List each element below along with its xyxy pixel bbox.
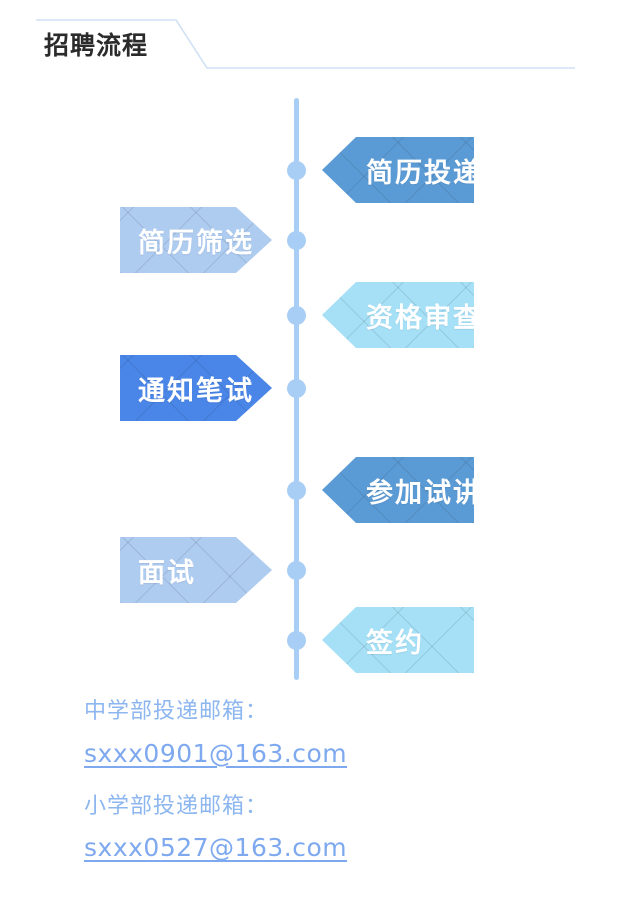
- page-title: 招聘流程: [44, 31, 149, 60]
- arrow-shape-right-pointing: 简历筛选: [120, 207, 272, 273]
- arrow-shape-left-pointing: 参加试讲: [322, 457, 474, 523]
- flow-step-2[interactable]: 简历筛选: [120, 207, 272, 273]
- arrow-shape-right-pointing: 面试: [120, 537, 272, 603]
- timeline-dot: [287, 306, 306, 325]
- timeline-dot: [287, 561, 306, 580]
- arrow-shape-left-pointing: 资格审查: [322, 282, 474, 348]
- contact-email-link[interactable]: sxxx0527@163.com: [84, 833, 348, 863]
- flow-step-label: 资格审查: [366, 302, 482, 334]
- flow-step-label: 面试: [138, 557, 196, 589]
- timeline-dot: [287, 161, 306, 180]
- flow-step-label: 简历投递: [366, 157, 482, 189]
- arrow-shape-right-pointing: 通知笔试: [120, 355, 272, 421]
- header: 招聘流程: [0, 0, 621, 95]
- arrow-shape-left-pointing: 简历投递: [322, 137, 474, 203]
- contact-email-link[interactable]: sxxx0901@163.com: [84, 738, 348, 768]
- flow-step-4[interactable]: 通知笔试: [120, 355, 272, 421]
- flow-step-5[interactable]: 参加试讲: [322, 457, 474, 523]
- timeline-dot: [287, 631, 306, 650]
- timeline-dot: [287, 379, 306, 398]
- flow-step-label: 参加试讲: [366, 477, 482, 509]
- contact-group-middle-school: 中学部投递邮箱： sxxx0901@163.com: [84, 697, 554, 768]
- flow-step-7[interactable]: 签约: [322, 607, 474, 673]
- contact-section: 中学部投递邮箱： sxxx0901@163.com 小学部投递邮箱： sxxx0…: [84, 697, 554, 886]
- timeline-dot: [287, 481, 306, 500]
- header-rule-decoration: [0, 0, 621, 95]
- flow-step-label: 简历筛选: [138, 227, 254, 259]
- timeline-dot: [287, 231, 306, 250]
- flow-step-3[interactable]: 资格审查: [322, 282, 474, 348]
- arrow-shape-left-pointing: 签约: [322, 607, 474, 673]
- contact-label: 小学部投递邮箱：: [84, 793, 269, 819]
- flow-step-label: 通知笔试: [138, 375, 254, 407]
- flow-step-6[interactable]: 面试: [120, 537, 272, 603]
- contact-group-primary-school: 小学部投递邮箱： sxxx0527@163.com: [84, 792, 554, 863]
- contact-label: 中学部投递邮箱：: [84, 699, 269, 724]
- flow-step-label: 签约: [366, 627, 424, 659]
- flow-step-1[interactable]: 简历投递: [322, 137, 474, 203]
